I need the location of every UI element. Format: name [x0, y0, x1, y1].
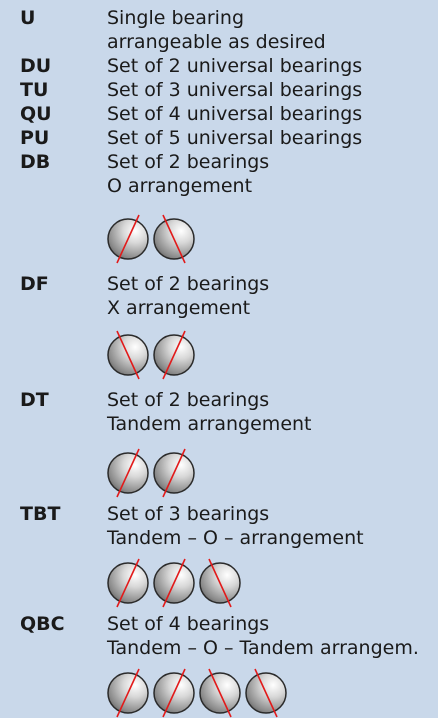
contact-line [208, 558, 232, 608]
bearing-diagram [104, 448, 200, 498]
bearing-ball-slash [153, 668, 195, 718]
contact-line [162, 330, 186, 380]
bearing-diagram [104, 214, 200, 264]
entry-description: Set of 3 bearings Tandem – O – arrangeme… [107, 502, 364, 550]
contact-line [162, 448, 186, 498]
description-line: Set of 3 bearings [107, 503, 270, 525]
contact-line [162, 668, 186, 718]
entry-code: QU [20, 103, 52, 125]
bearing-ball-backslash [153, 214, 195, 264]
entry-code: DT [20, 389, 49, 411]
bearing-ball-slash [153, 330, 195, 380]
entry-description: Set of 2 bearings O arrangement [107, 150, 269, 198]
contact-line [162, 214, 186, 264]
entry-description: Set of 2 universal bearings [107, 54, 362, 78]
bearing-balls [107, 330, 195, 380]
bearing-ball-backslash [245, 668, 287, 718]
bearing-diagram [104, 330, 200, 380]
entry-code: DF [20, 273, 49, 295]
bearing-ball-backslash [199, 558, 241, 608]
contact-line [162, 558, 186, 608]
entry-description: Set of 2 bearings X arrangement [107, 272, 269, 320]
bearing-ball-slash [153, 448, 195, 498]
contact-line [208, 668, 232, 718]
entry-code: TBT [20, 503, 61, 525]
entry-code: U [20, 7, 36, 29]
description-line: Set of 4 universal bearings [107, 103, 363, 125]
bearing-ball-slash [107, 668, 149, 718]
bearing-balls [107, 558, 241, 608]
description-line: Tandem – O – arrangement [107, 527, 364, 549]
entry-code: DU [20, 55, 52, 77]
description-line: Set of 4 bearings [107, 613, 270, 635]
contact-line [254, 668, 278, 718]
description-line: X arrangement [107, 297, 251, 319]
entry-code: PU [20, 127, 50, 149]
description-line: Set of 2 bearings [107, 389, 270, 411]
contact-line [116, 330, 140, 380]
description-line: Tandem – O – Tandem arrangem. [107, 637, 419, 659]
description-line: Set of 2 bearings [107, 273, 270, 295]
bearing-ball-slash [107, 558, 149, 608]
bearing-ball-slash [153, 558, 195, 608]
contact-line [116, 558, 140, 608]
description-line: O arrangement [107, 175, 253, 197]
bearing-balls [107, 214, 195, 264]
description-line: Set of 3 universal bearings [107, 79, 363, 101]
bearing-balls [107, 448, 195, 498]
bearing-diagram [104, 668, 292, 718]
contact-line [116, 448, 140, 498]
entry-description: Set of 4 universal bearings [107, 102, 362, 126]
description-line: Set of 2 universal bearings [107, 55, 363, 77]
entry-code: TU [20, 79, 49, 101]
entry-description: Set of 5 universal bearings [107, 126, 362, 150]
description-line: Tandem arrangement [107, 413, 312, 435]
bearing-ball-backslash [199, 668, 241, 718]
entry-code: QBC [20, 613, 65, 635]
description-line: Single bearing [107, 7, 245, 29]
entry-description: Set of 3 universal bearings [107, 78, 362, 102]
description-line: Set of 5 universal bearings [107, 127, 363, 149]
bearing-balls [107, 668, 287, 718]
bearing-ball-backslash [107, 330, 149, 380]
bearing-ball-slash [107, 448, 149, 498]
bearing-ball-slash [107, 214, 149, 264]
entry-description: Single bearing arrangeable as desired [107, 6, 326, 54]
contact-line [116, 668, 140, 718]
contact-line [116, 214, 140, 264]
bearing-diagram [104, 558, 246, 608]
description-line: Set of 2 bearings [107, 151, 270, 173]
description-line: arrangeable as desired [107, 31, 326, 53]
entry-description: Set of 2 bearings Tandem arrangement [107, 388, 312, 436]
entry-code: DB [20, 151, 51, 173]
entry-description: Set of 4 bearings Tandem – O – Tandem ar… [107, 612, 419, 660]
